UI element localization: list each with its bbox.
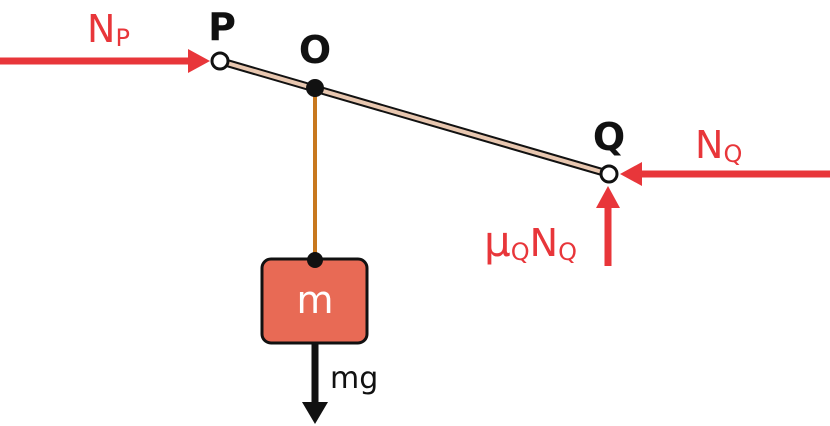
- nq-label: NQ: [695, 123, 742, 168]
- friction-label-n-sub: Q: [558, 238, 577, 266]
- friction-label-n: N: [530, 221, 558, 265]
- friction-label-mu: μ: [484, 217, 511, 266]
- weight-label: mg: [330, 361, 378, 396]
- friction-label: μQNQ: [484, 217, 577, 266]
- friction-label-mu-sub: Q: [511, 238, 530, 266]
- np-arrow-head: [188, 49, 210, 73]
- pivot-o: [306, 79, 324, 97]
- mass-label: m: [296, 278, 333, 322]
- label-p: P: [208, 5, 236, 49]
- label-o: O: [299, 28, 331, 72]
- np-label-sub: P: [115, 24, 129, 52]
- end-point-p: [210, 51, 230, 71]
- block-attachment-point: [307, 252, 323, 268]
- weight-arrow-head: [302, 402, 328, 424]
- nq-label-sub: Q: [723, 140, 742, 168]
- nq-label-base: N: [695, 123, 723, 167]
- label-q: Q: [593, 115, 625, 159]
- np-label: NP: [87, 7, 130, 52]
- end-point-q: [599, 164, 619, 184]
- friction-arrow-head: [596, 186, 620, 208]
- rod: [218, 59, 611, 176]
- nq-arrow-head: [620, 162, 642, 186]
- np-label-base: N: [87, 7, 115, 51]
